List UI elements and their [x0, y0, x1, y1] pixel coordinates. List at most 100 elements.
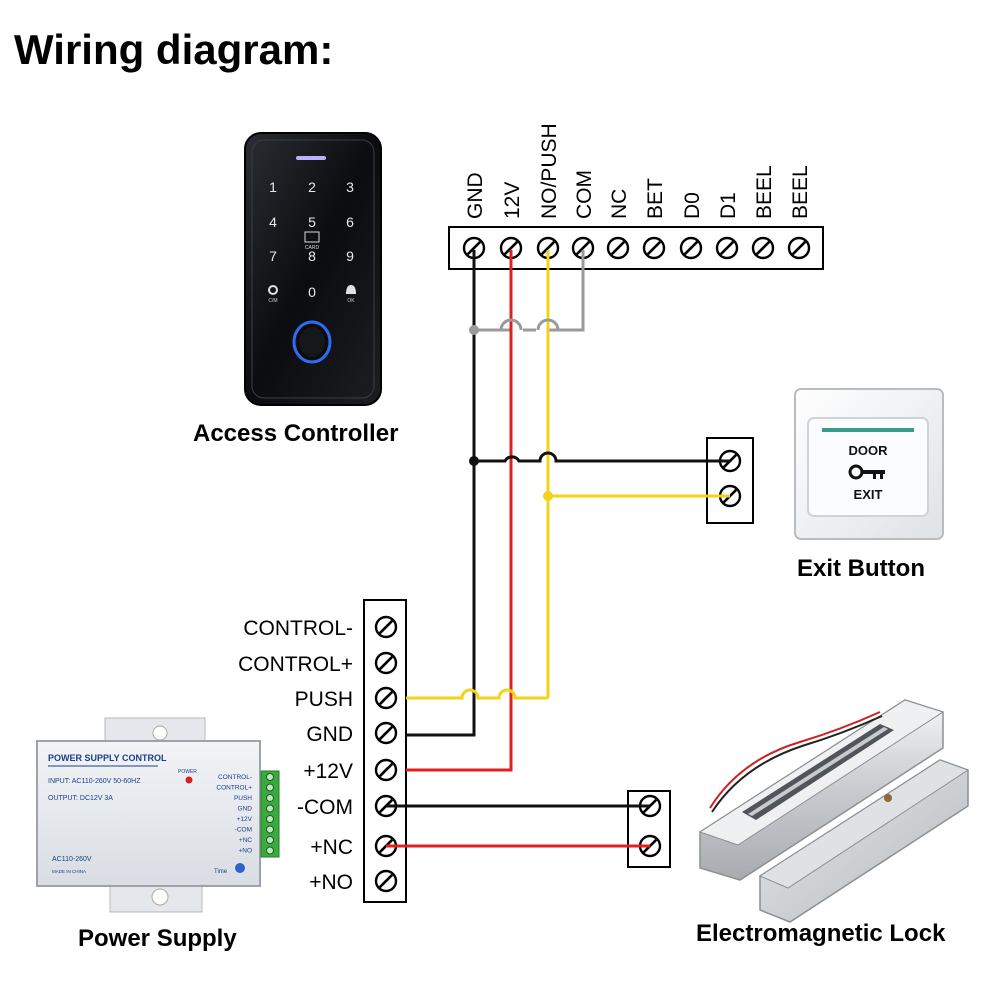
- ps-box-title: POWER SUPPLY CONTROL: [48, 753, 167, 763]
- ps-terminal-label: +NC: [310, 836, 353, 859]
- controller-terminal-screw-7: [715, 236, 739, 260]
- controller-terminal-block: GND 12V NO/PUSH COM NC BET D0 D1 BEEL BEEL: [448, 123, 824, 270]
- controller-terminal-screw-0: [462, 236, 486, 260]
- power-led-icon: [185, 776, 193, 784]
- key-icon: [848, 464, 885, 480]
- lock-terminal-screw-1: [638, 834, 662, 858]
- keypad-key: 9: [346, 248, 354, 264]
- access-controller: 1 2 3 4 5 6 7 8 9 0 CARD C/M OK: [244, 132, 382, 406]
- power-supply-device: POWER SUPPLY CONTROL INPUT: AC110-260V 5…: [36, 717, 280, 913]
- controller-terminal-label: D1: [717, 192, 740, 219]
- ps-green-screw: [266, 815, 274, 823]
- ps-green-screw: [266, 836, 274, 844]
- wire-yellow-push: [406, 688, 548, 700]
- keypad-key: 0: [308, 284, 316, 300]
- ps-output-text: OUTPUT: DC12V 3A: [48, 795, 113, 802]
- keypad-key: 7: [269, 248, 277, 264]
- controller-terminal-label: 12V: [501, 182, 524, 219]
- ps-terminal-screw-4: [374, 758, 398, 782]
- controller-terminal-label: BEEL: [753, 165, 776, 219]
- ps-green-screw: [266, 846, 274, 855]
- wire-gray: [474, 250, 585, 332]
- wire-gray-hops: [499, 318, 560, 331]
- wire-black: [469, 456, 479, 466]
- wire-gray: [469, 325, 479, 335]
- key-right-sub: OK: [347, 298, 355, 304]
- keypad-key: 2: [308, 179, 316, 195]
- wires: [386, 250, 730, 848]
- exit-exit-text: EXIT: [854, 487, 883, 502]
- ps-terminal-label: GND: [306, 723, 353, 746]
- ps-input-text: INPUT: AC110-260V 50-60HZ: [48, 778, 141, 785]
- gear-icon: [268, 285, 278, 295]
- ps-green-screw: [266, 773, 274, 781]
- ps-made-text: MADE IN CHINA: [52, 869, 86, 874]
- wire-black-exit: [474, 451, 730, 463]
- ps-terminal-screw-7: [374, 869, 398, 893]
- controller-terminal-label: GND: [464, 172, 487, 219]
- bell-icon: [346, 285, 356, 294]
- controller-terminal-label: COM: [573, 170, 596, 219]
- power-supply-caption: Power Supply: [78, 925, 237, 952]
- ps-power-label: POWER: [178, 769, 197, 775]
- keypad-key: 4: [269, 214, 277, 230]
- ps-side-label: PUSH: [234, 795, 252, 802]
- ps-side-label: +NO: [238, 848, 252, 855]
- ps-terminal-label: PUSH: [295, 688, 353, 711]
- controller-terminal-screw-6: [679, 236, 703, 260]
- wire-red-main: [406, 250, 513, 772]
- controller-terminal-screw-8: [751, 236, 775, 260]
- ps-terminal-screw-2: [374, 686, 398, 710]
- keypad-key: 6: [346, 214, 354, 230]
- exit-door-text: DOOR: [849, 443, 889, 458]
- electromagnetic-lock-device: [698, 699, 970, 923]
- ps-side-label: +NC: [239, 837, 252, 844]
- exit-terminal-block: [706, 437, 754, 524]
- ps-side-label: +12V: [237, 816, 253, 823]
- electromagnetic-lock-caption: Electromagnetic Lock: [696, 920, 946, 947]
- ps-terminal-screw-0: [374, 615, 398, 639]
- power-supply-terminal-block: CONTROL- CONTROL+ PUSH GND +12V -COM +NC +NO: [238, 599, 407, 903]
- time-knob-icon: [235, 863, 245, 873]
- ps-side-label: -COM: [235, 827, 252, 834]
- keypad-key: 8: [308, 248, 316, 264]
- exit-button-device: DOOR EXIT: [794, 388, 944, 540]
- ps-green-screw: [266, 783, 274, 792]
- keypad-key: 3: [346, 179, 354, 195]
- status-led: [296, 156, 326, 160]
- ps-ac-text: AC110-260V: [52, 856, 92, 863]
- controller-terminal-label: D0: [681, 192, 704, 219]
- ps-green-screw: [266, 794, 274, 802]
- wire-yellow: [543, 491, 553, 501]
- keypad-key: 1: [269, 179, 277, 195]
- controller-terminal-screw-4: [606, 236, 630, 260]
- wire-black-main: [406, 250, 476, 737]
- lock-terminal-block: [627, 790, 671, 868]
- ps-side-label: GND: [238, 806, 253, 813]
- ps-time-label: Time: [214, 869, 228, 875]
- keypad: 1 2 3 4 5 6 7 8 9 0: [269, 179, 354, 300]
- key-left-sub: C/M: [268, 298, 277, 304]
- ps-green-screw: [266, 825, 274, 834]
- card-label: CARD: [305, 245, 320, 251]
- controller-terminal-screw-5: [642, 236, 666, 260]
- keypad-key: 5: [308, 214, 316, 230]
- controller-terminal-screw-3: [571, 236, 595, 260]
- controller-terminal-label: NC: [608, 189, 631, 219]
- ps-side-label: CONTROL-: [218, 774, 252, 781]
- controller-terminal-label: BET: [644, 178, 667, 219]
- ps-terminal-screw-3: [374, 721, 398, 745]
- card-icon: [304, 231, 320, 243]
- fingerprint-sensor-icon: [292, 320, 332, 364]
- ps-terminal-label: +NO: [309, 871, 353, 894]
- ps-terminal-screw-1: [374, 651, 398, 675]
- ps-side-label: CONTROL+: [216, 785, 252, 792]
- ps-terminal-label: CONTROL-: [243, 617, 353, 640]
- exit-button-caption: Exit Button: [797, 555, 925, 582]
- ps-green-screw: [266, 804, 274, 813]
- ps-terminal-label: CONTROL+: [238, 653, 353, 676]
- controller-terminal-label: BEEL: [789, 165, 812, 219]
- access-controller-caption: Access Controller: [193, 420, 399, 447]
- controller-terminal-label: NO/PUSH: [538, 123, 561, 219]
